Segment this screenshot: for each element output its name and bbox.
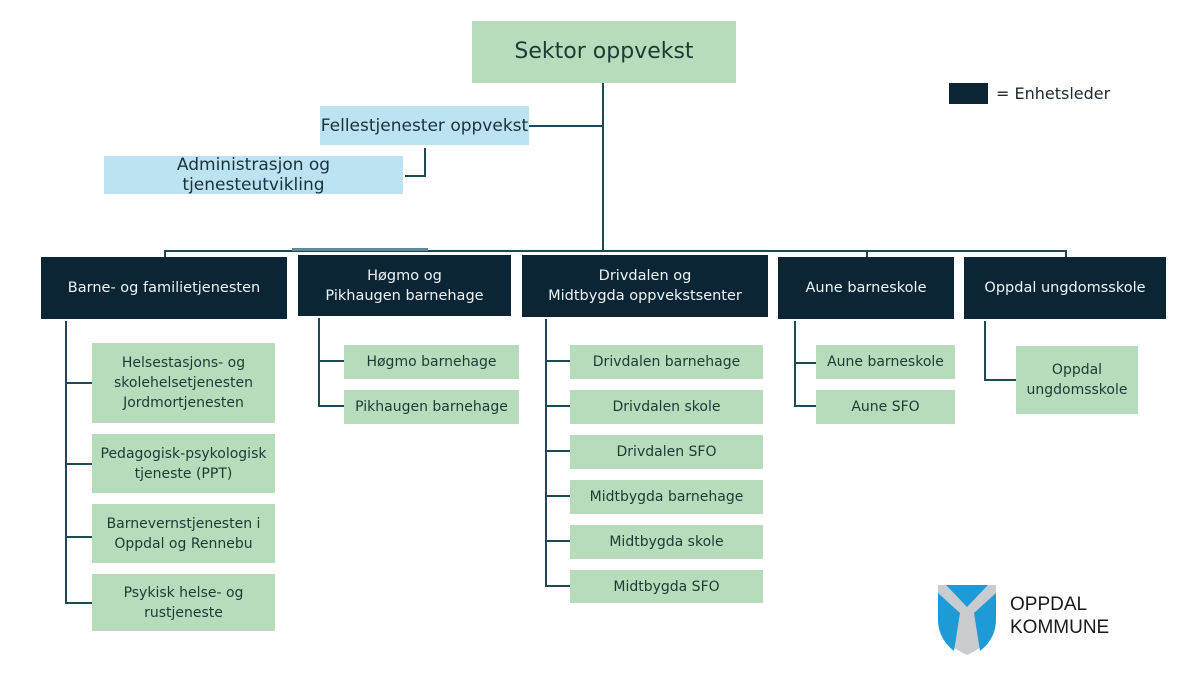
connector-staff-2v xyxy=(424,148,426,177)
staff-node-administrasjon: Administrasjon og tjenesteutvikling xyxy=(104,155,403,195)
subunit-drivdalen-skole: Drivdalen skole xyxy=(570,390,763,424)
logo-text: OPPDAL KOMMUNE xyxy=(1010,594,1110,638)
subunit-psykisk-helse: Psykisk helse- og rustjeneste xyxy=(92,574,275,631)
subunit-drivdalen-barnehage: Drivdalen barnehage xyxy=(570,345,763,379)
connector-col3-h2 xyxy=(545,405,570,407)
connector-staff-1 xyxy=(529,125,603,127)
subunit-ppt: Pedagogisk-psykologisk tjeneste (PPT) xyxy=(92,434,275,493)
subunit-barnevernstjenesten: Barnevernstjenesten i Oppdal og Rennebu xyxy=(92,504,275,563)
connector-col3-h3 xyxy=(545,450,570,452)
connector-col1-h2 xyxy=(65,463,92,465)
connector-bus-highlight xyxy=(292,248,428,251)
connector-col3-h5 xyxy=(545,540,570,542)
connector-trunk xyxy=(602,83,604,250)
subunit-aune-sfo: Aune SFO xyxy=(816,390,955,424)
connector-col5-h1 xyxy=(984,379,1016,381)
connector-col3-h1 xyxy=(545,360,570,362)
subunit-midtbygda-sfo: Midtbygda SFO xyxy=(570,570,763,603)
subunit-pikhaugen-barnehage: Pikhaugen barnehage xyxy=(344,390,519,424)
connector-drop-4 xyxy=(866,250,868,258)
subunit-helsestasjon: Helsestasjons- og skolehelsetjenesten Jo… xyxy=(92,343,275,423)
connector-col5-v xyxy=(984,321,986,381)
connector-staff-2h xyxy=(405,175,426,177)
connector-bus xyxy=(164,250,1067,252)
unit-node-barne-og-familietjenesten: Barne- og familietjenesten xyxy=(41,257,287,319)
staff-node-fellestjenester: Fellestjenester oppvekst xyxy=(320,106,529,145)
connector-col4-v xyxy=(794,321,796,407)
connector-col3-v xyxy=(545,319,547,587)
connector-drop-5 xyxy=(1065,250,1067,258)
subunit-drivdalen-sfo: Drivdalen SFO xyxy=(570,435,763,469)
connector-col3-h6 xyxy=(545,585,570,587)
connector-col4-h1 xyxy=(794,362,816,364)
subunit-oppdal-ungdomsskole: Oppdal ungdomsskole xyxy=(1016,346,1138,414)
legend-swatch-unit-leader xyxy=(949,83,988,104)
connector-col3-h4 xyxy=(545,495,570,497)
connector-col2-h2 xyxy=(318,405,344,407)
connector-col1-h1 xyxy=(65,382,92,384)
subunit-midtbygda-barnehage: Midtbygda barnehage xyxy=(570,480,763,514)
connector-col1-h4 xyxy=(65,602,92,604)
connector-col4-h2 xyxy=(794,405,816,407)
connector-col1-h3 xyxy=(65,536,92,538)
oppdal-shield-icon xyxy=(938,585,996,655)
unit-node-aune-barneskole: Aune barneskole xyxy=(778,257,954,319)
connector-col2-h1 xyxy=(318,360,344,362)
unit-node-hogmo-pikhaugen: Høgmo og Pikhaugen barnehage xyxy=(298,255,511,316)
subunit-midtbygda-skole: Midtbygda skole xyxy=(570,525,763,559)
legend-label: = Enhetsleder xyxy=(996,84,1111,103)
connector-col1-v xyxy=(65,321,67,604)
unit-node-drivdalen-midtbygda: Drivdalen og Midtbygda oppvekstsenter xyxy=(522,255,768,317)
subunit-aune-barneskole: Aune barneskole xyxy=(816,345,955,379)
root-node-sektor-oppvekst: Sektor oppvekst xyxy=(472,21,736,83)
unit-node-oppdal-ungdomsskole: Oppdal ungdomsskole xyxy=(964,257,1166,319)
connector-drop-1 xyxy=(164,250,166,258)
subunit-hogmo-barnehage: Høgmo barnehage xyxy=(344,345,519,379)
connector-col2-v xyxy=(318,318,320,407)
